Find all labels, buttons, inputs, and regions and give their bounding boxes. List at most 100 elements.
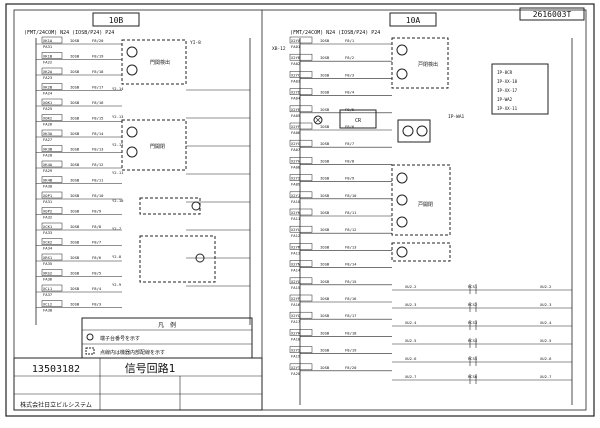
left-terminal-type: IOSB [70,131,80,136]
legend-item-2: 点線内は機器内部配線を示す [100,349,165,356]
right-terminal-pin: F8/14 [345,262,357,267]
right-terminal-box [289,311,313,319]
right-terminal-box [289,329,313,336]
right-device-a-label: 戸閉検出 [418,61,438,68]
right-terminal-type: IOSB [320,365,330,370]
right-terminal-tag: X2YM [291,244,301,249]
wa-terminal-2 [416,125,428,137]
right-terminal-box [289,88,313,95]
legend-symbol-2 [85,347,95,355]
left-terminal-wire: FA38 [43,308,53,313]
left-terminal-wire: FA24 [43,91,53,96]
left-terminal-box [41,67,63,75]
left-terminal-pin: F8/13 [92,147,103,152]
right-terminal-wire: FA16 [291,302,301,307]
right-terminal-wire: FA11 [291,216,301,221]
left-terminal-wire: FA27 [43,137,52,142]
left-device-b-label: 門開閉 [150,144,165,150]
left-terminal-type: IOSB [70,255,80,260]
left-terminal-pin: F8/6 [92,255,102,260]
left-terminal-pin: F8/18 [92,69,104,74]
cr-relay-label: CR [355,118,362,124]
left-terminal-pin: F8/16 [92,100,104,105]
right-relay-label: RCS6 [468,374,478,379]
left-terminal-tag: XOK1 [43,100,53,105]
right-terminal-box [289,346,313,353]
left-terminal-tag: XCK1 [43,224,53,229]
right-terminal-type: IOSB [320,244,330,249]
left-terminal-box [41,284,63,292]
right-terminal-pin: F8/10 [345,193,357,198]
left-terminal-wire: FA33 [43,230,52,235]
right-terminal-pin: F8/3 [345,72,354,77]
wa-terminal-1 [402,125,414,137]
right-terminal-type: IOSB [320,262,330,267]
right-terminal-wire: FA03 [291,78,300,83]
right-xu-label-left: XU2-6 [405,356,417,361]
right-terminal-box [289,243,313,250]
right-terminal-wire: FA12 [291,233,300,238]
right-relay-label: RCS5 [468,356,477,361]
right-terminal-type: IOSB [320,72,330,77]
right-terminal-pin: F8/16 [345,296,357,301]
left-mid-label: Y2-10 [112,198,124,203]
left-contact-box [139,235,216,283]
left-terminal-type: IOSB [70,162,80,167]
right-terminal-type: IOSB [320,313,330,318]
right-xu-label-left: XU2-7 [405,374,416,379]
right-device-a-terminal-1 [396,44,408,56]
left-terminal-wire: FA35 [43,261,52,266]
left-terminal-pin: F8/8 [92,224,102,229]
left-mid-label: Y2-12 [112,142,123,147]
left-terminal-tag: XCL2 [43,302,52,307]
right-xu-label-left: XU2-2 [405,284,416,289]
left-device-box-b [121,119,187,171]
left-terminal-type: IOSB [70,209,80,214]
left-terminal-wire: FA31 [43,199,53,204]
right-xu-label-right: XU2-3 [540,302,551,307]
wa-label: IP-WA1 [448,114,465,120]
left-terminal-box [41,114,63,121]
right-device-b-terminal-3 [396,216,408,228]
right-terminal-box [289,208,313,216]
left-terminal-tag: XCK2 [43,240,52,245]
left-terminal-tag: XK4B [43,178,53,183]
right-terminal-tag: X2YS [291,348,301,353]
right-xu-label-right: XU2-2 [540,284,551,289]
right-terminal-pin: F8/9 [345,176,355,181]
right-terminal-box [289,139,313,147]
left-terminal-type: IOSB [70,147,80,152]
right-terminal-tag: X2YA [291,38,301,43]
right-terminal-pin: F8/15 [345,279,356,284]
left-terminal-wire: FA36 [43,277,53,282]
right-terminal-tag: X2YP [291,296,301,301]
left-terminal-tag: XK3A [43,131,53,136]
left-terminal-type: IOSB [70,69,80,74]
right-device-box-a [391,37,449,89]
drawing-number-block: 13503182 [32,364,80,375]
left-terminal-pin: F8/12 [92,162,103,167]
left-terminal-box [41,176,63,183]
left-terminal-box [41,238,63,245]
right-terminal-tag: X2YB [291,55,301,60]
left-terminal-type: IOSB [70,116,80,121]
left-terminal-wire: FA37 [43,292,52,297]
right-terminal-tag: X2YD [291,90,301,95]
box-10a [389,12,437,27]
drawing-no-box [519,7,585,21]
legend-header: 凡 例 [158,321,176,329]
right-terminal-wire: FA09 [291,182,301,187]
right-terminal-pin: F8/17 [345,313,356,318]
left-device-a-terminal-2 [126,64,138,76]
right-device-box-b [391,164,451,236]
right-terminal-type: IOSB [320,141,330,146]
left-terminal-box [41,98,63,106]
right-terminal-type: IOSB [320,107,330,112]
ip-box-line: IP-XX-17 [497,88,518,93]
right-terminal-box [289,53,313,61]
legend-item-1: 端子台番号を示す [100,335,140,342]
right-terminal-pin: F8/4 [345,90,355,95]
right-terminal-pin: F8/12 [345,227,356,232]
